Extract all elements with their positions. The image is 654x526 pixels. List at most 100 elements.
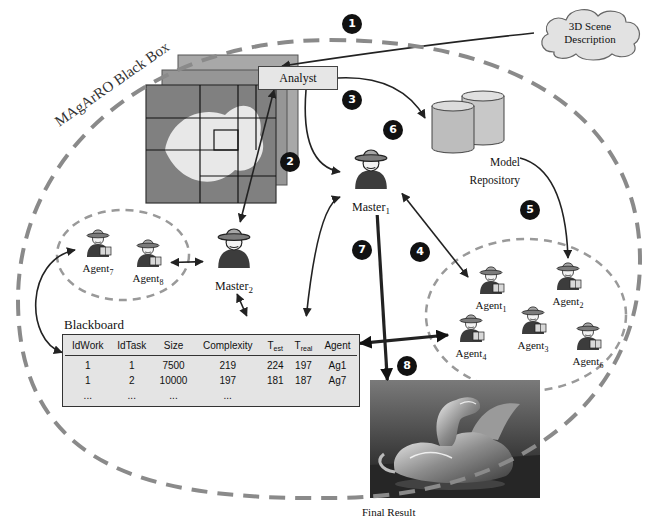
connector xyxy=(282,33,534,66)
table-text: Size xyxy=(164,340,183,351)
agent-label: Agent3 xyxy=(510,337,556,352)
master-agent: Master1 xyxy=(340,143,402,215)
callout-text: 4 xyxy=(416,246,424,258)
table-text: 197 xyxy=(295,360,312,371)
table-cell: ... xyxy=(111,388,153,403)
cloud-label: 3D Scene Description xyxy=(550,20,630,46)
table-text: IdWork xyxy=(72,340,104,351)
system-boundary: MAgArRO Black BoxAnalystModel Repository… xyxy=(14,20,646,512)
agent-index: 4 xyxy=(482,353,486,362)
render-agent: Agent1 xyxy=(468,262,514,312)
agent-label: Agent8 xyxy=(125,270,171,285)
callout-text: 6 xyxy=(389,124,397,136)
callout-number: 4 xyxy=(410,242,430,262)
repository-cylinders xyxy=(432,91,504,153)
table-text: 219 xyxy=(219,360,236,371)
thick-connector xyxy=(377,215,387,380)
table-text: Complexity xyxy=(203,340,252,351)
agent-icon xyxy=(137,240,161,267)
connector xyxy=(240,90,274,222)
table-cell xyxy=(261,388,289,403)
callout-number: 7 xyxy=(352,240,372,260)
model-repository: Model Repository xyxy=(425,88,520,188)
table-text: ... xyxy=(224,390,232,401)
master-icon xyxy=(218,229,250,268)
table-cell: ... xyxy=(65,388,111,403)
agent-name: Master xyxy=(352,200,385,214)
board-title: Blackboard xyxy=(62,316,360,334)
input-cloud: 3D Scene Description xyxy=(534,4,646,62)
table-frame: IdWorkIdTaskSizeComplexityTestTrealAgent… xyxy=(62,334,360,407)
agent-index: 1 xyxy=(385,206,390,216)
table-text: 7500 xyxy=(162,360,184,371)
result-caption: Final Result xyxy=(362,502,415,520)
table-text: 1 xyxy=(85,360,91,371)
callout-text: 7 xyxy=(358,244,366,256)
agent-index: 8 xyxy=(159,278,163,287)
agent-icon xyxy=(480,267,504,294)
table-text: 197 xyxy=(219,375,236,386)
table-cell: 197 xyxy=(194,373,261,388)
table-cell: Size xyxy=(153,338,194,356)
table-cell: IdTask xyxy=(111,338,153,356)
callout-text: 2 xyxy=(286,156,294,168)
caption-text: Final Result xyxy=(362,506,415,518)
agent-label: Master2 xyxy=(203,277,265,294)
table-row: ............ xyxy=(65,388,357,403)
agent-group-outline xyxy=(57,210,189,300)
agent-label: Agent7 xyxy=(75,260,121,275)
agent-index: 2 xyxy=(248,285,253,295)
agent-label: Agent2 xyxy=(545,293,591,308)
connector xyxy=(338,78,425,118)
callout-number: 2 xyxy=(280,152,300,172)
table-subscript: est xyxy=(274,345,283,352)
render-agent: Agent6 xyxy=(565,318,611,368)
agent-name: Agent xyxy=(518,339,545,351)
table-cell: Complexity xyxy=(194,338,261,356)
table-text: Ag7 xyxy=(329,375,347,386)
table-text: 224 xyxy=(267,360,284,371)
agent-name: Agent xyxy=(83,262,110,274)
table-cell: Treal xyxy=(289,338,318,356)
agent-name: Master xyxy=(215,279,248,293)
table-text: IdTask xyxy=(117,340,146,351)
render-agent: Agent4 xyxy=(448,310,494,360)
render-agent: Agent2 xyxy=(545,258,591,308)
callout-text: 1 xyxy=(348,18,356,30)
agent-label-line: Agent2 xyxy=(553,293,584,308)
table-text: ... xyxy=(128,390,136,401)
agent-name: Agent xyxy=(133,272,160,284)
agent-name: Agent xyxy=(573,355,600,367)
connector xyxy=(520,158,568,258)
agent-name: Agent xyxy=(456,347,483,359)
data-table: IdWorkIdTaskSizeComplexityTestTrealAgent… xyxy=(65,338,357,403)
agent-label-line: Agent3 xyxy=(518,337,549,352)
callout-number: 1 xyxy=(342,14,362,34)
callout-number: 8 xyxy=(397,356,417,376)
thick-connector xyxy=(360,335,448,343)
agent-label-line: Agent1 xyxy=(476,297,507,312)
table-cell: 2 xyxy=(111,373,153,388)
table-text: 187 xyxy=(295,375,312,386)
table-cell: 224 xyxy=(261,356,289,374)
table-text: 1 xyxy=(129,360,135,371)
table-cell: 10000 xyxy=(153,373,194,388)
callout-number: 3 xyxy=(342,90,362,110)
agent-label: Agent6 xyxy=(565,353,611,368)
connector xyxy=(237,294,247,316)
table-cell: 7500 xyxy=(153,356,194,374)
table-cell: 1 xyxy=(65,356,111,374)
table-cell: 1 xyxy=(111,356,153,374)
table-cell: Ag1 xyxy=(318,356,357,374)
table-text: 1 xyxy=(85,375,91,386)
table-cell: Agent xyxy=(318,338,357,356)
agent-name: Agent xyxy=(553,295,580,307)
repository-name: Model Repository xyxy=(470,156,520,186)
agent-icon xyxy=(87,230,111,257)
agent-icon xyxy=(460,315,484,342)
agent-icon xyxy=(557,263,581,290)
boundary-label: MAgArRO Black Box xyxy=(51,38,173,131)
agent-index: 2 xyxy=(579,301,583,310)
agent-label-line: Agent4 xyxy=(456,345,487,360)
